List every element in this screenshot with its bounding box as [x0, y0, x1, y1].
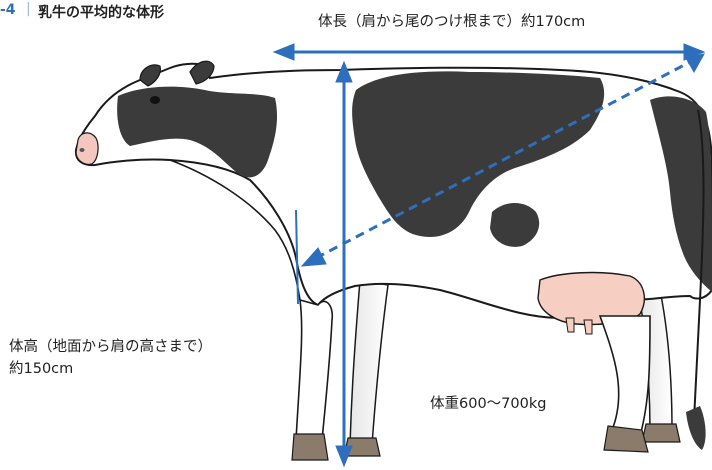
- figure-title: 乳牛の平均的な体形: [38, 5, 164, 21]
- figure-number: -4: [0, 2, 16, 18]
- ear-right: [189, 60, 215, 85]
- body-height-label-line2: 約150cm: [9, 360, 74, 377]
- near-hind-leg: [598, 315, 651, 437]
- ear-left: [139, 64, 161, 87]
- teat-2: [583, 319, 593, 335]
- body-spot-middle: [490, 203, 540, 247]
- tail-tuft: [686, 406, 706, 450]
- body-spot-large: [352, 71, 605, 237]
- near-front-leg: [295, 298, 334, 441]
- body-weight-label: 体重600〜700kg: [430, 396, 547, 412]
- near-front-hoof: [291, 433, 329, 461]
- head-spot: [117, 86, 278, 178]
- tail: [693, 109, 705, 421]
- body-height-label-line1: 体高（地面から肩の高さまで）: [9, 339, 212, 355]
- neck-line: [169, 159, 301, 301]
- udder: [537, 271, 646, 326]
- eye: [150, 96, 160, 104]
- body-length-label: 体長（肩から尾のつけ根まで）約170cm: [318, 14, 586, 30]
- body-height-label: 体高（地面から肩の高さまで） 約150cm: [9, 337, 212, 381]
- shoulder-marker: [295, 209, 299, 305]
- figure-separator: |: [26, 1, 31, 17]
- cow-nose: [75, 132, 99, 165]
- near-hind-hoof: [603, 425, 649, 453]
- body-spot-rear: [650, 96, 712, 292]
- far-front-leg: [349, 279, 389, 446]
- body-length-arrow: [272, 43, 706, 61]
- far-hind-hoof: [641, 423, 681, 443]
- teat-1: [565, 317, 575, 333]
- nostril: [79, 148, 85, 152]
- diagonal-length-arrow: [300, 53, 705, 267]
- body-height-arrow: [335, 60, 353, 468]
